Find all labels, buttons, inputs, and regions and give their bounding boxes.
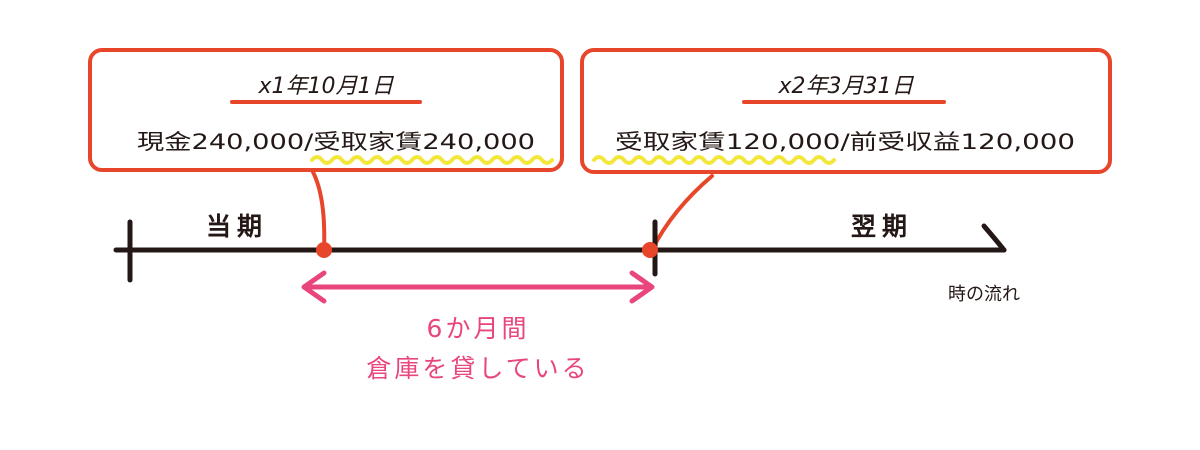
next-period-label: 翌期 — [851, 212, 913, 241]
left-callout-border — [88, 48, 564, 172]
timeline-marker-end — [642, 242, 658, 258]
timeline-marker-start — [316, 242, 332, 258]
timeline-axis — [113, 219, 1007, 283]
duration-description-label: 倉庫を貸している — [366, 354, 589, 383]
right-callout-entry: 受取家賃120,000/前受収益120,000 — [615, 130, 1075, 154]
right-callout-date: x2年3月31日 — [777, 74, 914, 99]
timeline-arrowhead — [981, 223, 1007, 253]
duration-period-label: 6か月間 — [427, 314, 530, 343]
current-period-label: 当期 — [206, 212, 268, 241]
duration-arrow — [301, 270, 655, 304]
right-connector-line — [650, 174, 714, 252]
right-callout: x2年3月31日 受取家賃120,000/前受収益120,000 — [580, 48, 1112, 252]
left-connector-line — [311, 170, 327, 252]
right-entry-squiggle — [592, 155, 836, 165]
duration-arrow-right-head — [629, 270, 655, 304]
left-callout-entry: 現金240,000/受取家賃240,000 — [137, 130, 535, 154]
right-callout-border — [580, 48, 1112, 174]
flow-of-time-label: 時の流れ — [948, 284, 1020, 305]
left-callout-date: x1年10月1日 — [257, 74, 394, 99]
left-callout: x1年10月1日 現金240,000/受取家賃240,000 — [88, 48, 564, 252]
left-entry-squiggle — [310, 155, 554, 165]
duration-arrow-left-head — [301, 270, 327, 304]
